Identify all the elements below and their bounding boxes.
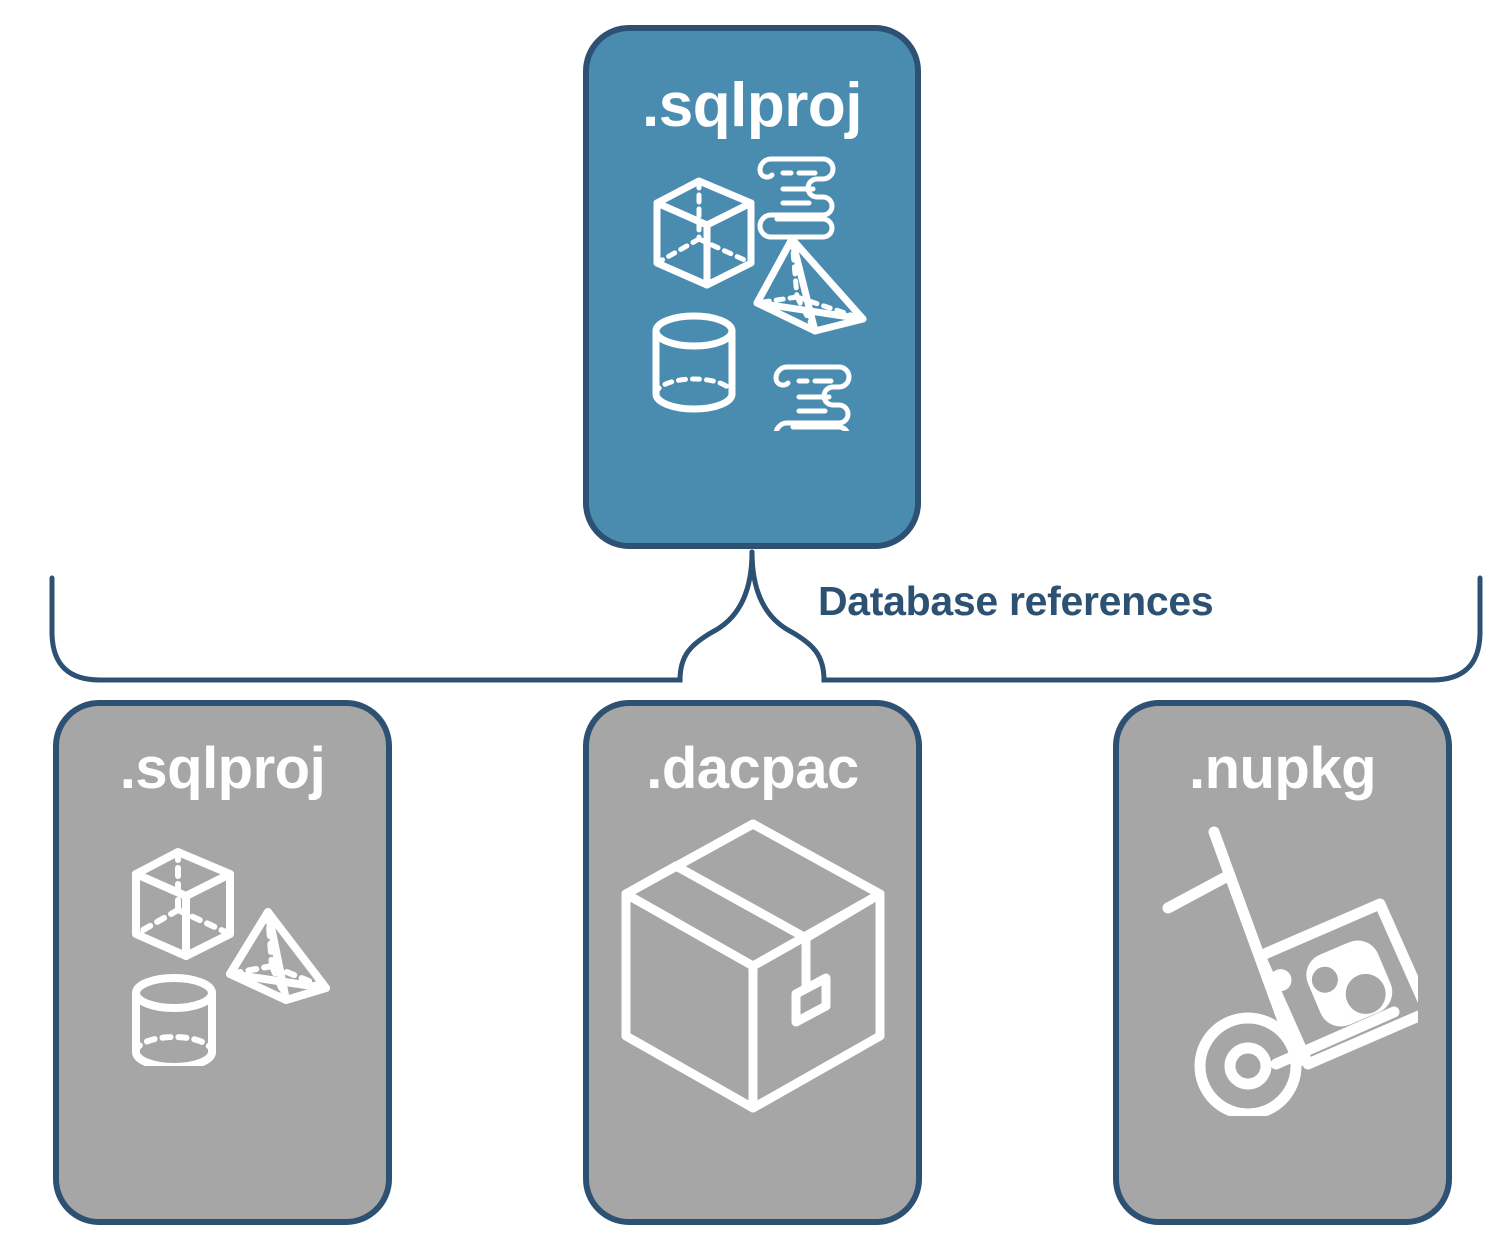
reference-card-title: .sqlproj [119, 736, 326, 801]
bracket-label: Database references [818, 578, 1214, 624]
root-card-title: .sqlproj [642, 71, 862, 140]
reference-card-artwork [618, 816, 888, 1116]
scroll-script-icon [757, 156, 836, 240]
reference-card-sqlproj[interactable]: .sqlproj [53, 700, 392, 1225]
cube-wireframe-icon [653, 177, 755, 289]
root-card-artwork [637, 151, 867, 431]
hand-truck-nuget-package-icon [1162, 826, 1418, 1116]
pyramid-wireframe-icon [753, 235, 867, 335]
reference-card-title: .nupkg [1188, 736, 1377, 801]
reference-card-artwork [1148, 816, 1418, 1116]
reference-card-title: .dacpac [646, 736, 859, 801]
shipping-box-icon [621, 819, 884, 1113]
reference-card-dacpac[interactable]: .dacpac [583, 700, 922, 1225]
cylinder-wireframe-icon [652, 312, 736, 413]
reference-card-nupkg[interactable]: .nupkg [1113, 700, 1452, 1225]
pyramid-wireframe-icon [225, 908, 330, 1004]
scroll-script-icon [773, 364, 852, 431]
cube-wireframe-icon [131, 848, 234, 960]
reference-card-artwork [108, 816, 338, 1066]
cylinder-wireframe-icon [131, 974, 216, 1066]
root-project-card[interactable]: .sqlproj [583, 25, 921, 549]
